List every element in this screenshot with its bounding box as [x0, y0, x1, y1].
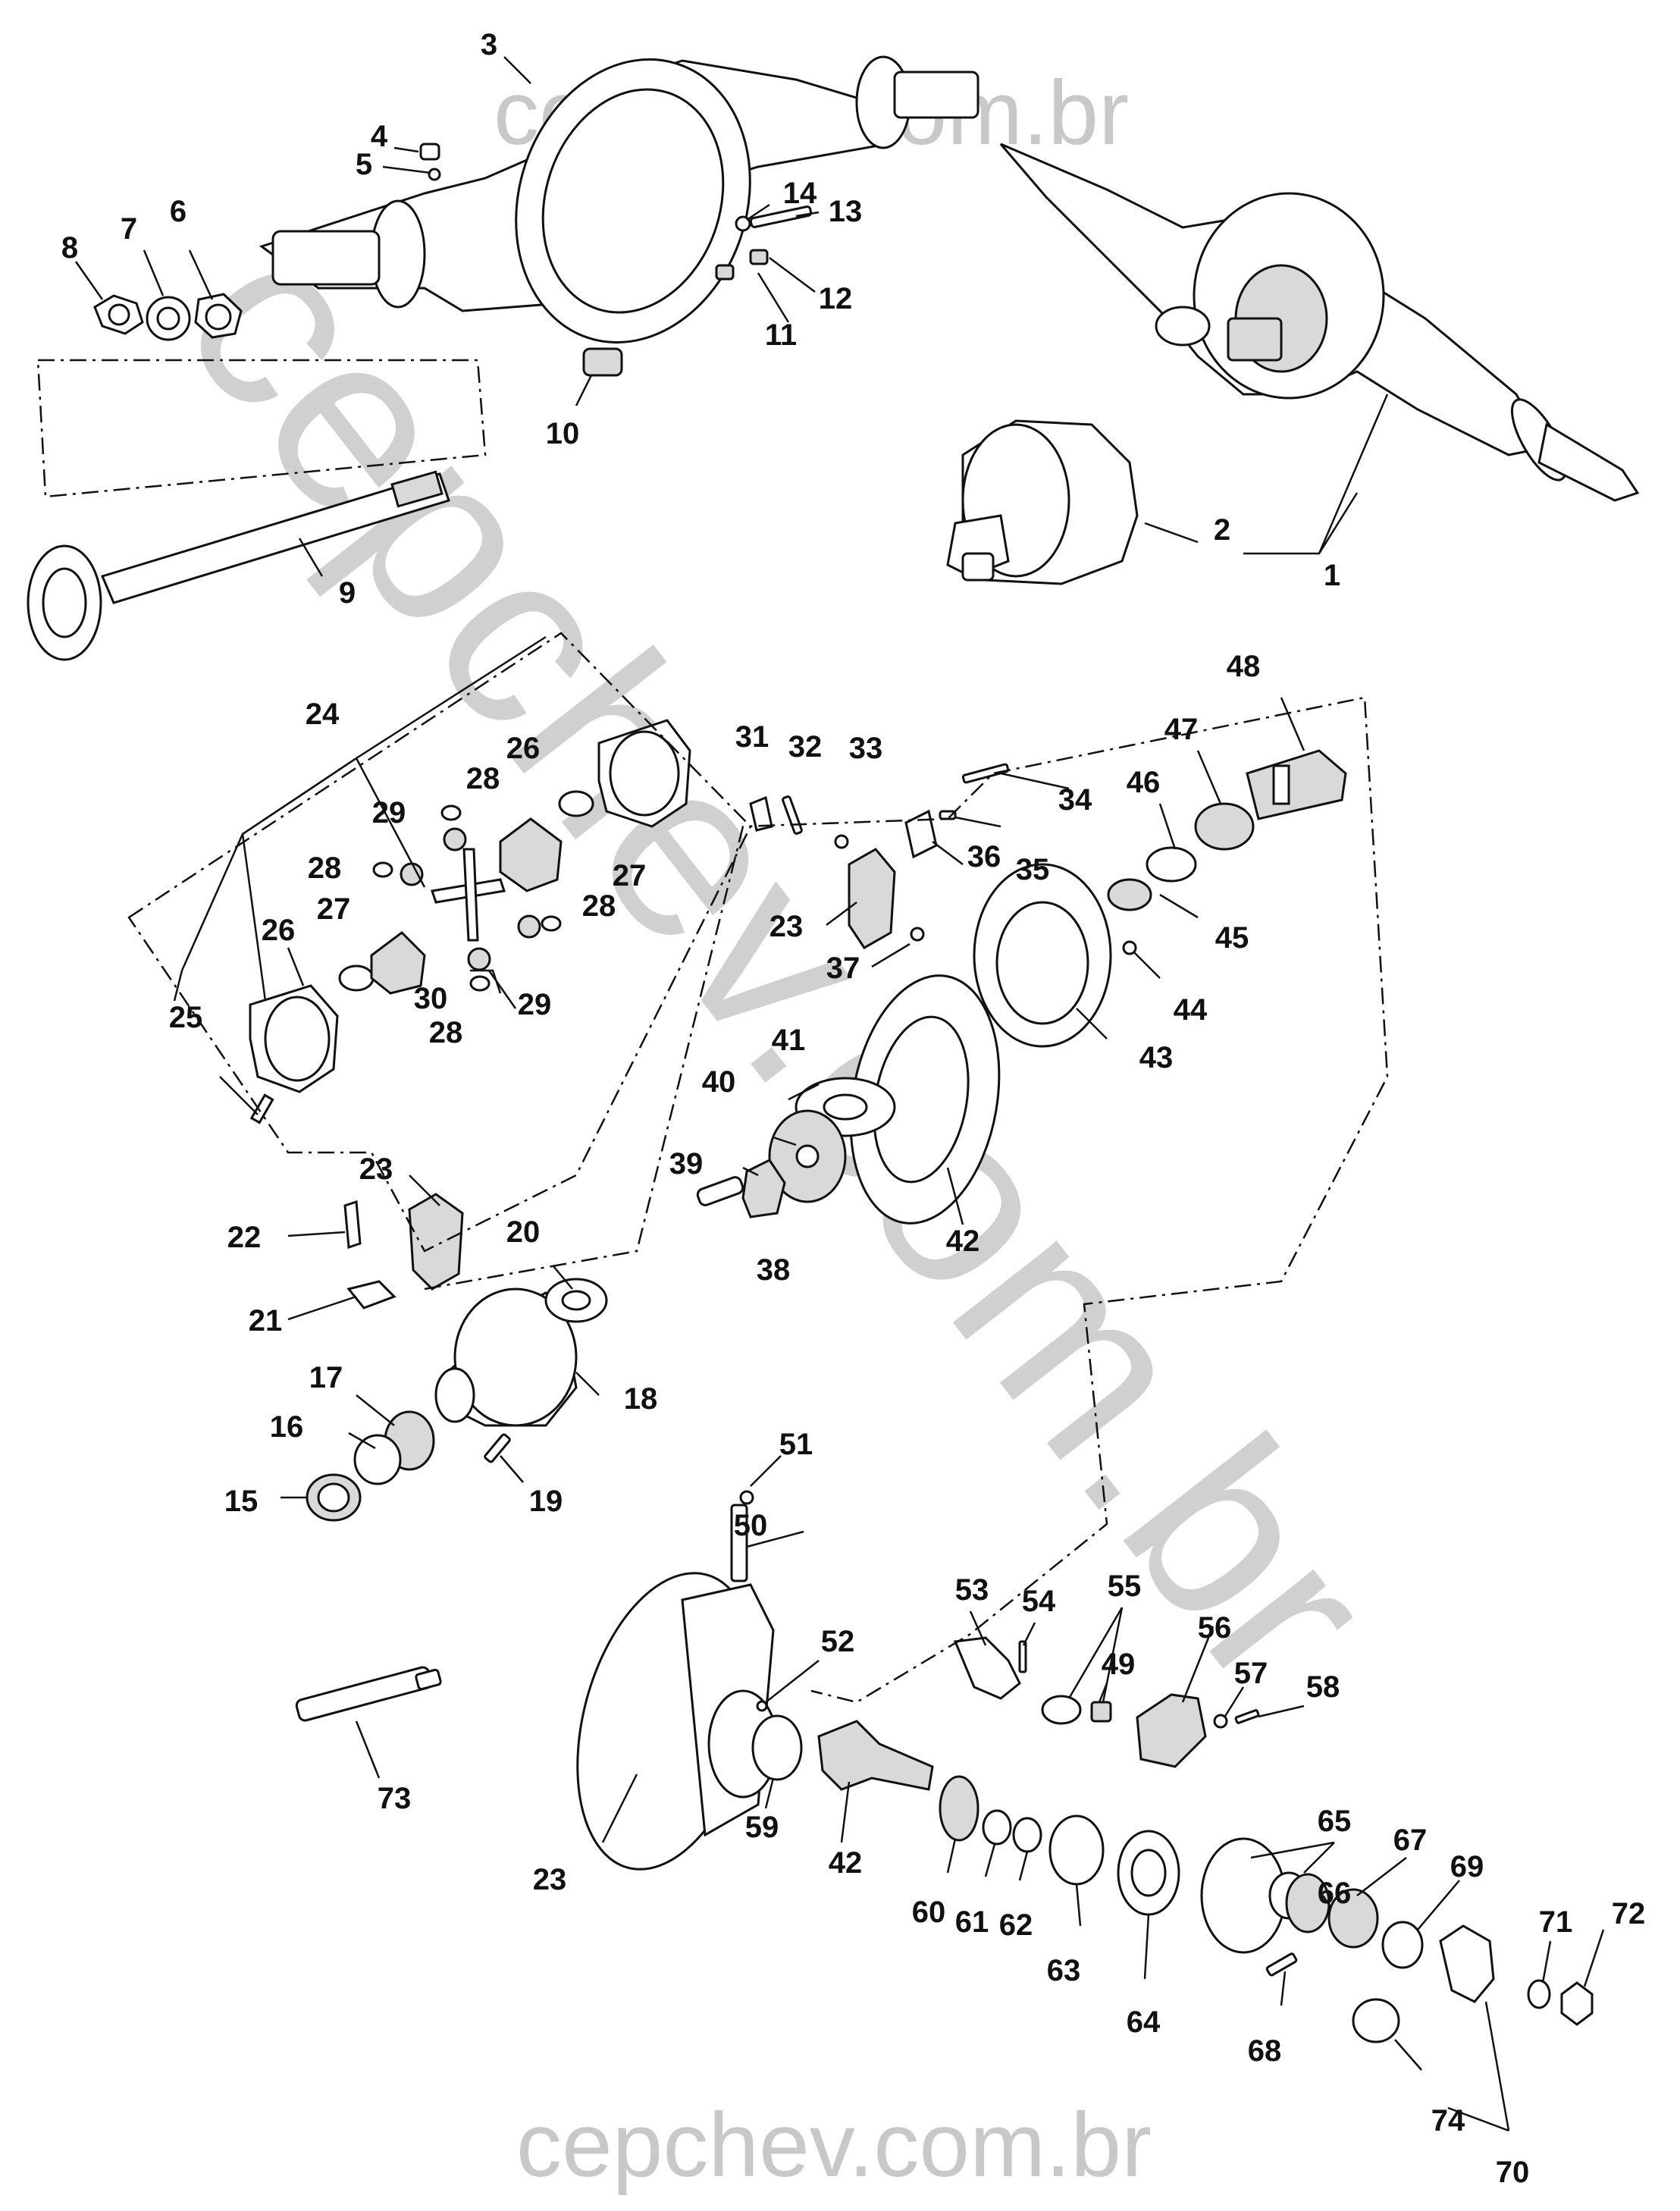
- callout-label: 54: [1022, 1585, 1056, 1618]
- callout-label: 22: [227, 1221, 262, 1254]
- callout-label: 73: [378, 1782, 412, 1815]
- callout-label: 1: [1324, 559, 1340, 592]
- hub-nuts-washers: [93, 143, 813, 377]
- callout-label: 66: [1318, 1877, 1352, 1910]
- callout-label: 14: [783, 177, 817, 210]
- callout-label: 27: [613, 859, 647, 892]
- callout-label: 23: [533, 1863, 567, 1896]
- callout-label: 8: [61, 231, 78, 265]
- callout-label: 63: [1047, 1954, 1081, 1987]
- callout-label: 50: [734, 1509, 768, 1542]
- callout-label: 49: [1102, 1648, 1136, 1681]
- callout-label: 70: [1496, 2156, 1530, 2189]
- callout-label: 56: [1198, 1611, 1232, 1645]
- callout-label: 65: [1318, 1805, 1352, 1838]
- callout-label: 24: [306, 698, 340, 731]
- callout-label: 52: [821, 1625, 855, 1658]
- callout-label: 21: [249, 1304, 283, 1338]
- callout-label: 62: [999, 1908, 1033, 1942]
- callout-label: 30: [414, 982, 448, 1015]
- callout-label: 59: [745, 1811, 779, 1844]
- callout-label: 36: [967, 840, 1001, 873]
- callout-label: 31: [735, 720, 769, 754]
- carrier-assembly: [946, 419, 1139, 585]
- axle-housing: [259, 55, 979, 344]
- callout-label: 23: [769, 910, 804, 943]
- callout-label: 37: [826, 952, 860, 985]
- callout-label: 18: [624, 1382, 658, 1416]
- callout-label: 33: [849, 732, 883, 765]
- callout-label: 15: [224, 1485, 259, 1518]
- callout-label: 74: [1431, 2104, 1465, 2137]
- callout-label: 64: [1127, 2006, 1161, 2039]
- callout-label: 35: [1016, 853, 1050, 886]
- axle-assembly: [999, 143, 1640, 502]
- callout-label: 53: [955, 1573, 989, 1607]
- callout-label: 5: [356, 148, 372, 181]
- callout-label: 57: [1234, 1657, 1268, 1690]
- callout-label: 55: [1108, 1570, 1142, 1603]
- callout-label: 68: [1248, 2034, 1282, 2068]
- callout-label: 11: [765, 318, 797, 352]
- callout-label: 38: [757, 1253, 791, 1287]
- callout-label: 7: [121, 212, 137, 246]
- callout-label: 20: [506, 1215, 541, 1249]
- callout-label: 72: [1612, 1897, 1646, 1930]
- callout-label: 26: [262, 914, 296, 947]
- callout-label: 28: [429, 1016, 463, 1049]
- callout-label: 3: [481, 28, 497, 61]
- callout-label: 4: [371, 120, 388, 153]
- callout-label: 43: [1139, 1041, 1174, 1074]
- callout-label: 69: [1450, 1850, 1484, 1883]
- callout-label: 41: [772, 1024, 806, 1057]
- callout-label: 42: [829, 1846, 863, 1880]
- leader-lines: [74, 56, 1605, 2132]
- assembly-group-outlines: [36, 359, 1389, 1704]
- callout-label: 26: [506, 732, 541, 765]
- callout-label: 45: [1215, 921, 1249, 955]
- callout-label: 61: [955, 1905, 989, 1939]
- differential-housing: [306, 1278, 608, 1522]
- callout-label: 58: [1306, 1670, 1340, 1704]
- callout-label: 13: [829, 195, 863, 228]
- watermark-bottom: cepchev.com.br: [516, 2094, 1152, 2196]
- callout-labels: 1 2 3 4 5 6 7 8 9 10 11 12 13 14 15 16 1…: [61, 28, 1645, 2189]
- differential-case-parts: [249, 719, 691, 1124]
- callout-label: 10: [546, 417, 580, 450]
- callout-label: 23: [359, 1153, 393, 1186]
- callout-label: 60: [912, 1896, 946, 1929]
- callout-label: 67: [1393, 1824, 1428, 1857]
- callout-label: 29: [372, 796, 406, 830]
- callout-label: 6: [170, 195, 186, 228]
- callout-label: 28: [308, 851, 342, 885]
- callout-label: 48: [1227, 650, 1261, 683]
- callout-label: 27: [317, 892, 351, 926]
- axle-shaft: [27, 470, 450, 661]
- callout-label: 9: [339, 576, 356, 610]
- callout-label: 51: [779, 1428, 813, 1461]
- callout-label: 28: [582, 889, 616, 923]
- callout-label: 29: [518, 988, 552, 1021]
- carrier-housing-bearings: [973, 749, 1347, 1048]
- callout-label: 42: [946, 1225, 980, 1258]
- callout-label: 28: [466, 762, 500, 795]
- ring-gear-pinion: [696, 974, 1001, 1225]
- callout-label: 16: [270, 1410, 304, 1444]
- callout-label: 44: [1174, 993, 1208, 1027]
- callout-label: 71: [1539, 1905, 1573, 1939]
- callout-label: 40: [702, 1065, 736, 1099]
- callout-label: 17: [309, 1361, 343, 1394]
- callout-label: 47: [1164, 713, 1199, 746]
- callout-label: 46: [1127, 766, 1161, 799]
- callout-label: 2: [1214, 513, 1230, 547]
- callout-label: 32: [788, 730, 823, 764]
- callout-label: 19: [529, 1485, 563, 1518]
- callout-label: 39: [669, 1147, 704, 1181]
- callout-label: 34: [1058, 783, 1092, 817]
- callout-label: 12: [819, 282, 853, 315]
- callout-label: 25: [169, 1001, 203, 1034]
- tool-73: [295, 1666, 442, 1722]
